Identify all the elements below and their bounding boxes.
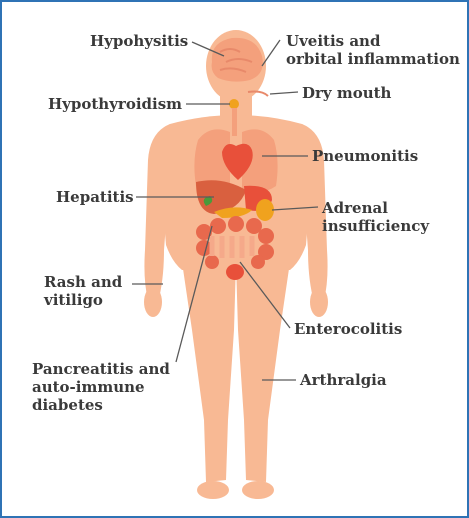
left-foot bbox=[197, 481, 229, 499]
thyroid-gland bbox=[229, 99, 239, 109]
label-uveitis-line1: Uveitis and bbox=[286, 32, 380, 50]
left-leg bbox=[182, 262, 236, 482]
label-hypophysitis: Hypohysitis bbox=[90, 32, 188, 50]
label-rash-line2: vitiligo bbox=[44, 291, 103, 309]
label-dry-mouth: Dry mouth bbox=[302, 84, 391, 102]
label-enterocolitis: Enterocolitis bbox=[294, 320, 402, 338]
label-hypothyroidism: Hypothyroidism bbox=[48, 95, 182, 113]
leader-uveitis bbox=[262, 40, 280, 66]
label-pancreatitis-line2: auto-immune bbox=[32, 378, 145, 396]
right-leg bbox=[236, 262, 290, 482]
label-uveitis-line2: orbital inflammation bbox=[286, 50, 460, 68]
trachea bbox=[232, 108, 237, 136]
bladder bbox=[226, 264, 244, 280]
adrenal-gland bbox=[256, 199, 274, 221]
label-pancreatitis-line1: Pancreatitis and bbox=[32, 360, 170, 378]
label-arthralgia: Arthralgia bbox=[300, 371, 387, 389]
label-pneumonitis: Pneumonitis bbox=[312, 147, 418, 165]
left-hand bbox=[144, 287, 162, 317]
label-hepatitis: Hepatitis bbox=[56, 188, 134, 206]
right-hand bbox=[310, 287, 328, 317]
label-pancreatitis-line3: diabetes bbox=[32, 396, 103, 414]
label-adrenal-line1: Adrenal bbox=[322, 199, 388, 217]
left-arm bbox=[144, 124, 170, 302]
right-foot bbox=[242, 481, 274, 499]
label-adrenal-line2: insufficiency bbox=[322, 217, 429, 235]
label-rash-line1: Rash and bbox=[44, 273, 122, 291]
leader-dry-mouth bbox=[270, 92, 298, 94]
